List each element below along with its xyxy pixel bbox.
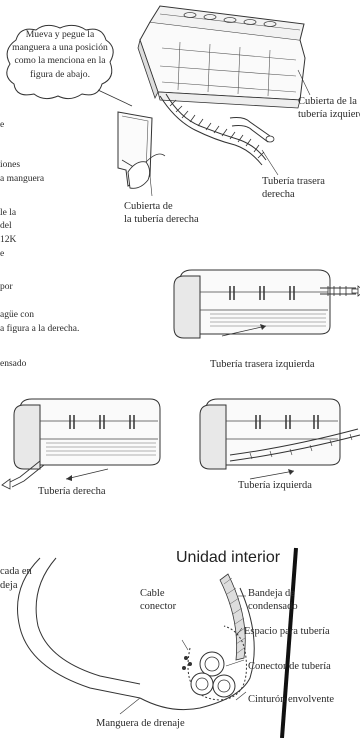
cut-text-3: a manguera	[0, 174, 45, 184]
label-wrapping-belt: Cinturón envolvente	[248, 694, 335, 705]
callout-text: Mueva y pegue la manguera a una posición…	[12, 29, 108, 80]
label-right-pipe-cover: Cubierta de la tubería derecha	[124, 201, 199, 225]
label-condensate-tray: Bandeja de condensado	[248, 588, 298, 612]
cut-text-6: 12K	[0, 235, 17, 245]
label-cable-connector: Cable conector	[140, 588, 177, 612]
label-right-pipe: Tubería derecha	[38, 486, 106, 497]
label-right-rear-pipe: Tubería trasera derecha	[262, 176, 325, 200]
cut-text-11: ensado	[0, 359, 27, 369]
label-left-pipe-cover: Cubierta de la tubería izquierda	[298, 96, 360, 120]
label-left-pipe: Tubería izquierda	[238, 480, 312, 491]
cut-text-2: iones	[0, 160, 21, 170]
cut-text-5: del	[0, 221, 12, 231]
callout-cloud-shape	[6, 24, 133, 107]
cut-text-13: deja	[0, 580, 18, 591]
label-drain-hose: Manguera de drenaje	[96, 718, 185, 729]
cut-text-12: cada en	[0, 566, 32, 577]
cut-text-8: por	[0, 282, 13, 292]
unit-left-rear-pipe-illustration	[173, 269, 360, 339]
label-pipe-connector: Conector de tubería	[248, 661, 331, 672]
cut-text-10: a figura a la derecha.	[0, 324, 80, 334]
cut-text-7: e	[0, 249, 5, 259]
label-indoor-unit: Unidad interior	[176, 549, 281, 566]
label-left-rear-pipe: Tubería trasera izquierda	[210, 359, 315, 370]
unit-right-pipe-illustration	[1, 398, 161, 490]
cut-text-9: agüe con	[0, 310, 35, 320]
callout-bubble	[2, 22, 133, 107]
unit-left-pipe-illustration	[199, 398, 360, 480]
indoor-unit-top-illustration	[117, 5, 311, 197]
label-pipe-space: Espacio para tubería	[244, 626, 330, 637]
cross-section-illustration	[17, 547, 298, 738]
cut-text-1: e	[0, 120, 5, 130]
cut-text-4: le la	[0, 208, 17, 218]
